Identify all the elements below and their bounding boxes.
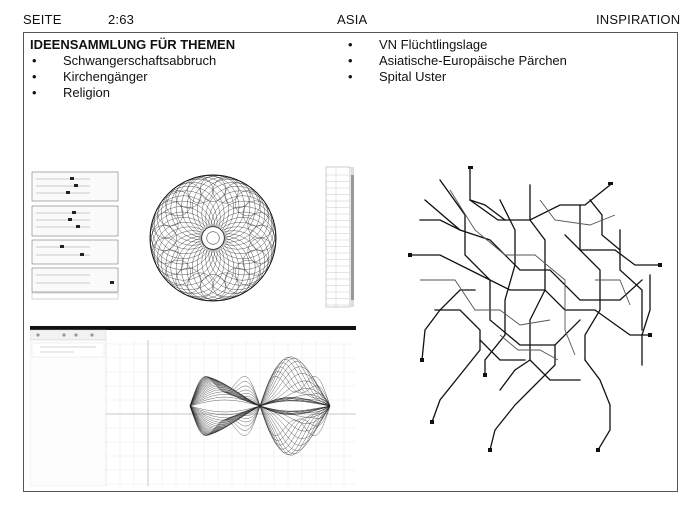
- network-map: [408, 166, 662, 452]
- list-item: Asiatische-Europäische Pärchen: [346, 53, 567, 69]
- content-frame: [23, 32, 678, 492]
- ideas-right-column: VN Flüchtlingslage Asiatische-Europäisch…: [346, 37, 567, 85]
- ideas-title: IDEENSAMMLUNG FÜR THEMEN: [30, 37, 236, 52]
- mandala-screenshot: [30, 165, 356, 310]
- ideas-left-column: IDEENSAMMLUNG FÜR THEMEN Schwangerschaft…: [30, 37, 235, 101]
- list-item: Kirchengänger: [30, 69, 235, 85]
- mandala-drawing: [149, 174, 277, 302]
- list-item: Spital Uster: [346, 69, 567, 85]
- header-left-label: SEITE: [23, 12, 62, 27]
- header-right-label: INSPIRATION: [596, 12, 681, 27]
- mandala-panel: [30, 165, 356, 310]
- wave-panel: [29, 326, 356, 487]
- header-center-title: ASIA: [337, 12, 368, 27]
- page-number: 2:63: [108, 12, 135, 27]
- list-item: Schwangerschaftsabbruch: [30, 53, 235, 69]
- ideas-right-list: VN Flüchtlingslage Asiatische-Europäisch…: [346, 37, 567, 85]
- wave-screenshot: [29, 326, 356, 487]
- wave-curves: [189, 356, 331, 456]
- network-panel: [380, 160, 675, 460]
- ideas-left-list: Schwangerschaftsabbruch Kirchengänger Re…: [30, 53, 235, 101]
- list-item: Religion: [30, 85, 235, 101]
- list-item: VN Flüchtlingslage: [346, 37, 567, 53]
